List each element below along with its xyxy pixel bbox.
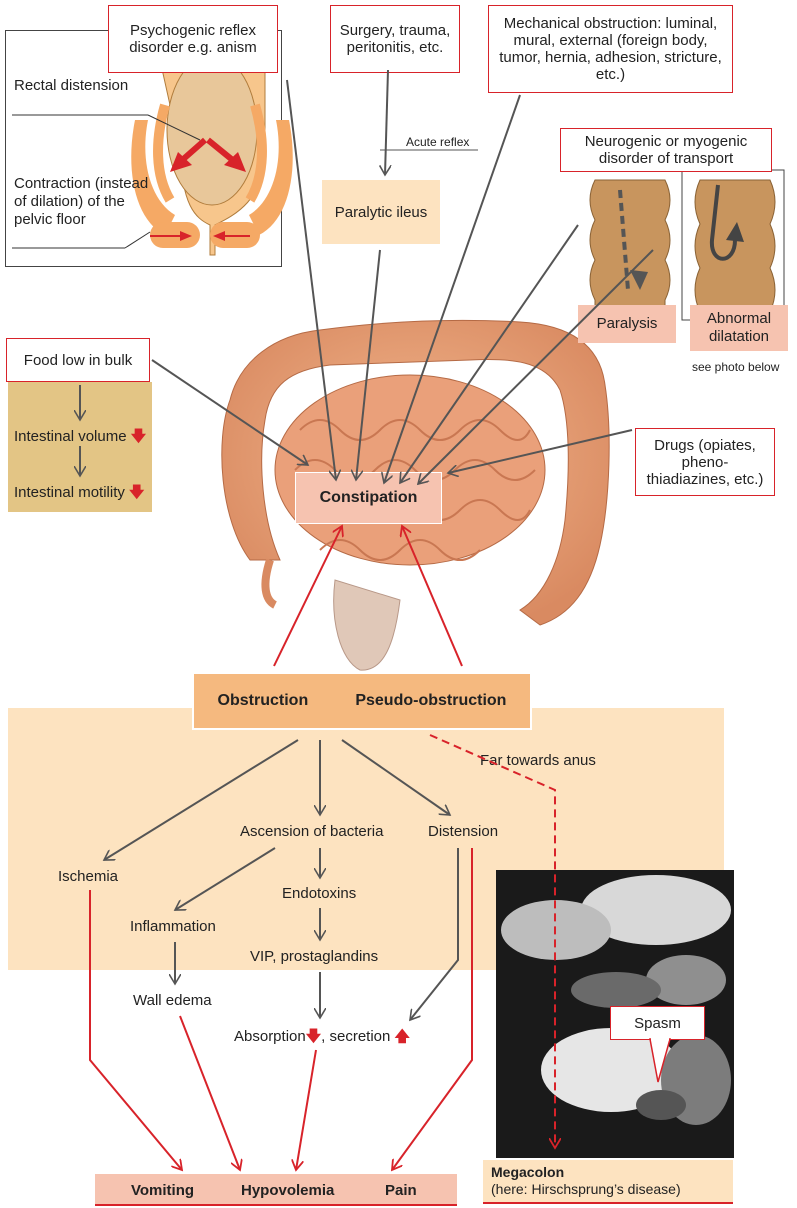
arrows-layer	[0, 0, 797, 1208]
